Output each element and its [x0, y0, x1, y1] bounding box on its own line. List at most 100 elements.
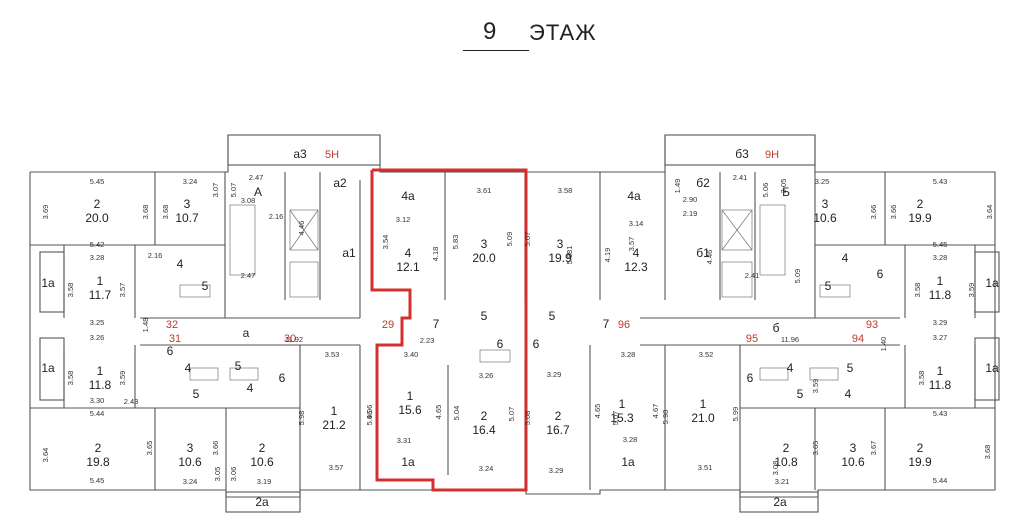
room-area: 11.8 — [929, 378, 952, 392]
dimension-label: 3.68 — [161, 205, 170, 220]
service-room-number: 7 — [433, 317, 440, 331]
room-label: а2 — [333, 176, 347, 190]
dimension-label: 1.48 — [141, 318, 150, 333]
room-area: 10.6 — [813, 211, 837, 225]
dimension-label: 3.59 — [967, 283, 976, 298]
dimension-label: 3.67 — [869, 441, 878, 456]
dimension-label: 3.21 — [775, 477, 790, 486]
room-area: 10.8 — [774, 455, 798, 469]
service-room-number: 5 — [193, 387, 200, 401]
apartment-number: 5Н — [325, 149, 339, 161]
dimension-label: 4.65 — [593, 404, 602, 419]
dimension-label: 2.41 — [733, 173, 748, 182]
room-area: 11.7 — [89, 288, 112, 302]
room-label: б — [773, 321, 780, 335]
room-number: 3 — [481, 237, 488, 251]
service-room-number: 6 — [747, 371, 754, 385]
dimension-label: 2.41 — [745, 271, 760, 280]
dimension-label: 4.65 — [434, 405, 443, 420]
service-room-number: 6 — [167, 344, 174, 358]
room-area: 12.1 — [396, 260, 420, 274]
service-room-number: 5 — [481, 309, 488, 323]
service-room-number: 4 — [845, 387, 852, 401]
dimension-label: 2.16 — [148, 251, 163, 260]
room-label: 2а — [773, 495, 787, 509]
dimension-label: 3.68 — [141, 205, 150, 220]
service-room-number: 5 — [797, 387, 804, 401]
room-area: 19.9 — [908, 211, 932, 225]
dimension-label: 4.46 — [297, 221, 306, 236]
room-number: 3 — [557, 237, 564, 251]
service-room-number: 5 — [202, 279, 209, 293]
dimension-label: 3.66 — [869, 205, 878, 220]
room-number: 2 — [95, 441, 102, 455]
room-number: 3 — [184, 197, 191, 211]
dimension-label: 3.25 — [815, 177, 830, 186]
room-number: 4 — [405, 246, 412, 260]
dimension-label: 3.58 — [66, 283, 75, 298]
dimension-label: 3.58 — [913, 283, 922, 298]
dimension-label: 4.19 — [603, 248, 612, 263]
dimension-label: 5.98 — [661, 410, 670, 425]
dimension-label: 3.05 — [213, 467, 222, 482]
room-label: Б — [782, 185, 790, 199]
room-label: 2а — [255, 495, 269, 509]
dimension-label: 5.07 — [507, 407, 516, 422]
dimension-label: 3.58 — [66, 371, 75, 386]
dimension-label: 3.30 — [90, 396, 105, 405]
floor-label: ЭТАЖ — [529, 20, 597, 45]
room-number: 1 — [331, 404, 338, 418]
dimension-label: 3.26 — [479, 371, 494, 380]
room-number: 1 — [407, 389, 414, 403]
room-area: 10.6 — [841, 455, 865, 469]
room-label: 4а — [627, 189, 641, 203]
dimension-label: 3.58 — [558, 186, 573, 195]
dimension-label: 3.05 — [779, 179, 788, 194]
dimension-label: 11.92 — [285, 335, 303, 344]
service-room-number: 5 — [825, 279, 832, 293]
floor-number-underline — [463, 50, 529, 51]
room-number: 2 — [917, 197, 924, 211]
dimension-label: 5.07 — [229, 183, 238, 198]
room-number: 2 — [555, 409, 562, 423]
room-area: 20.0 — [472, 251, 496, 265]
dimension-label: 3.59 — [118, 371, 127, 386]
floor-number: 9 — [483, 18, 497, 45]
dimension-label: 5.99 — [731, 407, 740, 422]
dimension-label: 3.28 — [90, 253, 105, 262]
room-number: 1 — [937, 274, 944, 288]
dimension-label: 3.69 — [41, 205, 50, 220]
dimension-label: 4.67 — [651, 404, 660, 419]
room-area: 21.2 — [322, 418, 346, 432]
apartment-number: 32 — [166, 319, 178, 331]
apartment-number: 30 — [284, 333, 296, 345]
room-area: 15.6 — [398, 403, 422, 417]
room-label: 4а — [401, 189, 415, 203]
room-label: а1 — [342, 246, 356, 260]
room-area: 21.0 — [691, 411, 715, 425]
service-room-number: 4 — [185, 361, 192, 375]
room-label: 1а — [621, 455, 635, 469]
room-label: б3 — [735, 147, 749, 161]
dimension-label: 2.19 — [683, 209, 698, 218]
room-label: а — [243, 326, 250, 340]
room-number: 1 — [97, 274, 104, 288]
service-room-number: 4 — [787, 361, 794, 375]
dimension-label: 3.54 — [381, 235, 390, 250]
dimension-label: 3.27 — [933, 333, 948, 342]
room-area: 15.3 — [610, 411, 634, 425]
dimension-label: 3.06 — [229, 467, 238, 482]
service-room-number: 4 — [177, 257, 184, 271]
dimension-label: 5.04 — [452, 406, 461, 421]
dimension-label: 3.24 — [479, 464, 494, 473]
dimension-label: 5.44 — [90, 409, 105, 418]
room-number: 2 — [259, 441, 266, 455]
dimension-label: 5.09 — [505, 232, 514, 247]
room-area: 19.9 — [908, 455, 932, 469]
room-area: 20.0 — [85, 211, 109, 225]
service-room-number: 5 — [235, 359, 242, 373]
dimension-label: 3.57 — [627, 237, 636, 252]
dimension-label: 3.40 — [404, 350, 419, 359]
dimension-label: 3.08 — [241, 196, 256, 205]
